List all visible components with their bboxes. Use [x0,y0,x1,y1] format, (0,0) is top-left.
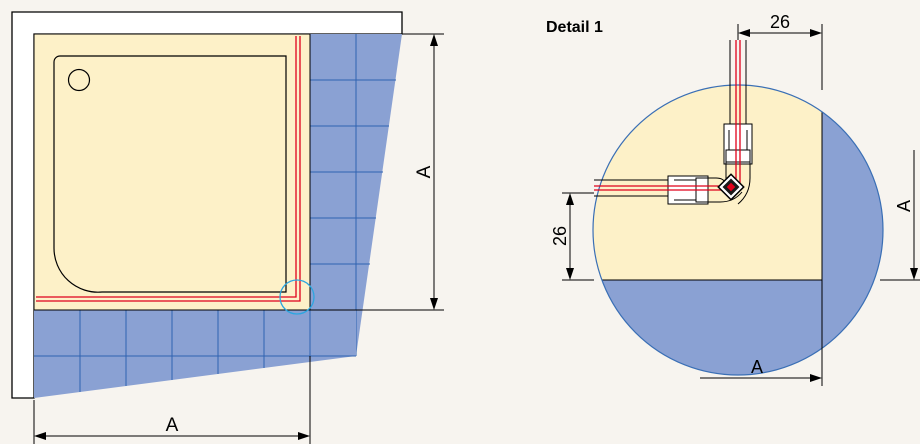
detail-dim-top [737,24,823,90]
vertical-glass-profile [723,40,753,205]
detail-dim-bottom [700,280,823,386]
corner-hinge [717,173,745,201]
glass-panels [36,36,301,302]
dimension-height [310,33,444,311]
detail-dim-bottom-label: A [751,357,763,377]
detail-title: Detail 1 [546,19,603,36]
dimension-height-label: A [414,165,435,178]
detail-floor-tiles [593,280,883,375]
detail-dim-top-label: 26 [770,12,790,32]
dimension-width [33,356,311,444]
horizontal-glass-redlines [594,185,732,191]
right-tile-grid [310,34,396,356]
detail-callout-circle [279,279,315,315]
detail-view: Detail 1 [546,12,920,386]
dimension-width-label: A [166,415,179,436]
detail-dim-left [562,192,594,281]
plan-view: A A [11,11,444,444]
detail-dim-left-label: 26 [550,226,570,246]
vertical-glass-redlines [735,40,741,186]
detail-circle [592,84,884,376]
tray-basin-outline [53,55,287,293]
shower-tray [33,33,311,311]
bottom-tile-grid [34,310,356,392]
detail-dim-right [880,150,920,281]
drain-icon [67,68,91,92]
bottom-tile-floor [34,310,356,398]
detail-dim-right-label: A [894,200,914,212]
